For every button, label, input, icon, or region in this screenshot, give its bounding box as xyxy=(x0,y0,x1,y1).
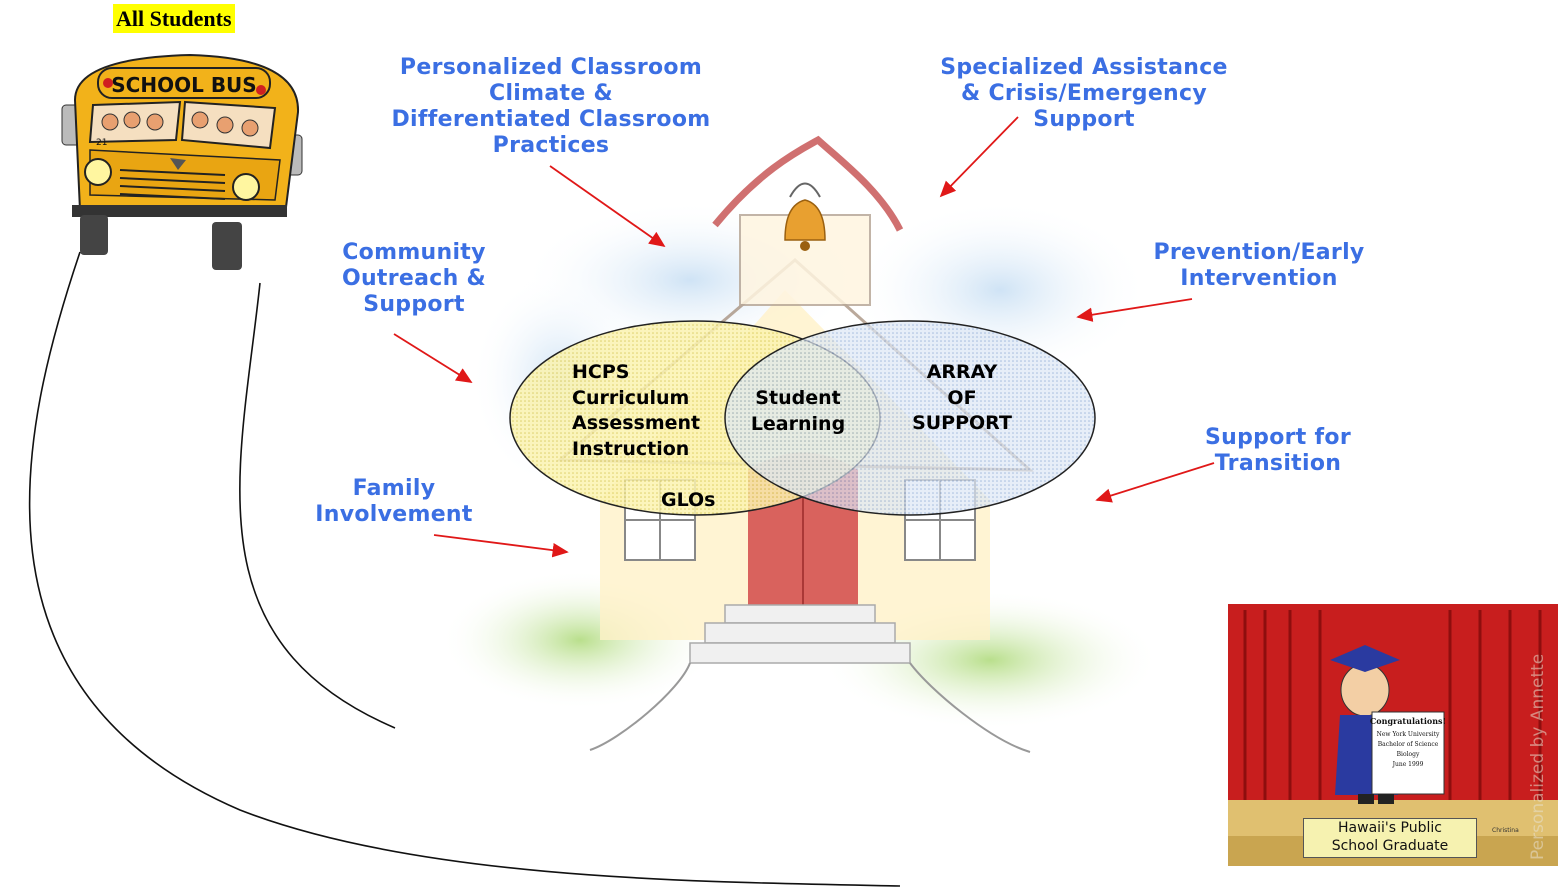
arrows xyxy=(393,116,1215,558)
venn-diagram xyxy=(509,320,1096,516)
artist-signature: Christina xyxy=(1492,827,1519,834)
diploma-line: Biology xyxy=(1397,751,1420,758)
diploma-line: June 1999 xyxy=(1392,761,1424,768)
title-all-students: All Students xyxy=(113,4,235,33)
venn-glos-text: GLOs xyxy=(661,489,716,511)
road xyxy=(28,251,901,887)
arrow-specialized xyxy=(939,116,1019,198)
venn-center-text: Student Learning xyxy=(750,387,846,435)
arrow-community xyxy=(393,333,473,383)
watermark-text: Personalized by Annette xyxy=(1528,654,1548,860)
label-prevention-early-intervention: Prevention/Early Intervention xyxy=(1153,240,1365,291)
arrow-family xyxy=(433,534,569,558)
diploma-title: Congratulations! xyxy=(1370,716,1446,726)
bus-number: 21 xyxy=(96,138,107,148)
bus-sign: SCHOOL BUS xyxy=(111,73,256,97)
venn-left-text: HCPS Curriculum Assessment Instruction xyxy=(572,361,701,460)
diploma-line: Bachelor of Science xyxy=(1378,741,1439,748)
arrow-transition xyxy=(1095,462,1215,503)
label-support-for-transition: Support for Transition xyxy=(1205,425,1351,476)
label-community-outreach: Community Outreach & Support xyxy=(341,240,487,317)
label-specialized-assistance: Specialized Assistance & Crisis/Emergenc… xyxy=(940,55,1228,132)
venn-right-circle xyxy=(724,320,1096,516)
diploma-line: New York University xyxy=(1377,731,1440,738)
arrow-personalized xyxy=(549,165,666,248)
label-family-involvement: Family Involvement xyxy=(315,476,473,527)
graduate-sign: Hawaii's Public School Graduate xyxy=(1303,818,1477,858)
label-personalized-classroom: Personalized Classroom Climate & Differe… xyxy=(391,55,711,158)
school-bus-illustration: SCHOOL BUS 21 xyxy=(61,53,303,270)
arrow-prevention xyxy=(1076,298,1193,322)
venn-right-text: ARRAY OF SUPPORT xyxy=(912,361,1012,434)
